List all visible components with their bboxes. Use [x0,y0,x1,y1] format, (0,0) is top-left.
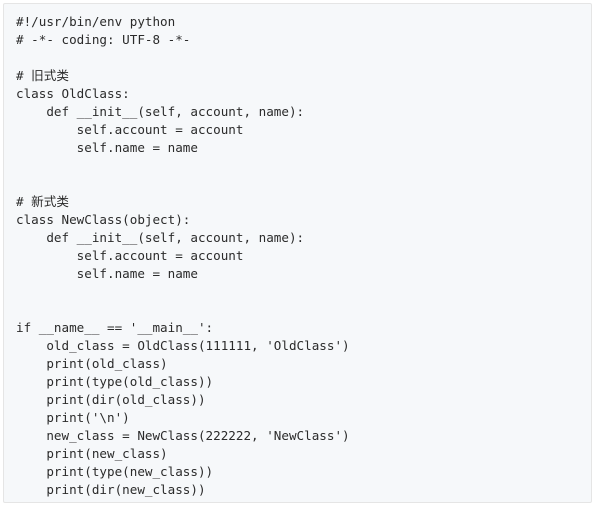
code-line: class NewClass(object): [16,212,191,227]
code-line [16,301,591,319]
code-line: #!/usr/bin/env python [16,14,176,29]
code-line: # 旧式类 [16,68,69,83]
code-line: def __init__(self, account, name): [16,230,305,245]
code-line: old_class = OldClass(111111, 'OldClass') [16,338,350,353]
code-line [16,49,591,67]
code-lines: #!/usr/bin/env python # -*- coding: UTF-… [16,13,591,499]
code-line: print(type(new_class)) [16,464,214,479]
code-line [16,283,591,301]
code-line: # -*- coding: UTF-8 -*- [16,32,191,47]
code-line: self.account = account [16,248,244,263]
code-line: print('\n') [16,410,130,425]
code-line: if __name__ == '__main__': [16,320,214,335]
code-line: print(new_class) [16,446,168,461]
code-line: # 新式类 [16,194,69,209]
code-line: print(old_class) [16,356,168,371]
code-line: print(type(old_class)) [16,374,214,389]
code-line [16,175,591,193]
code-block: #!/usr/bin/env python # -*- coding: UTF-… [3,3,592,503]
code-line: new_class = NewClass(222222, 'NewClass') [16,428,350,443]
code-line: self.name = name [16,266,198,281]
code-line: print(dir(old_class)) [16,392,206,407]
code-line [16,157,591,175]
code-line: print(dir(new_class)) [16,482,206,497]
code-line: def __init__(self, account, name): [16,104,305,119]
code-line: class OldClass: [16,86,130,101]
code-line: self.account = account [16,122,244,137]
code-line: self.name = name [16,140,198,155]
